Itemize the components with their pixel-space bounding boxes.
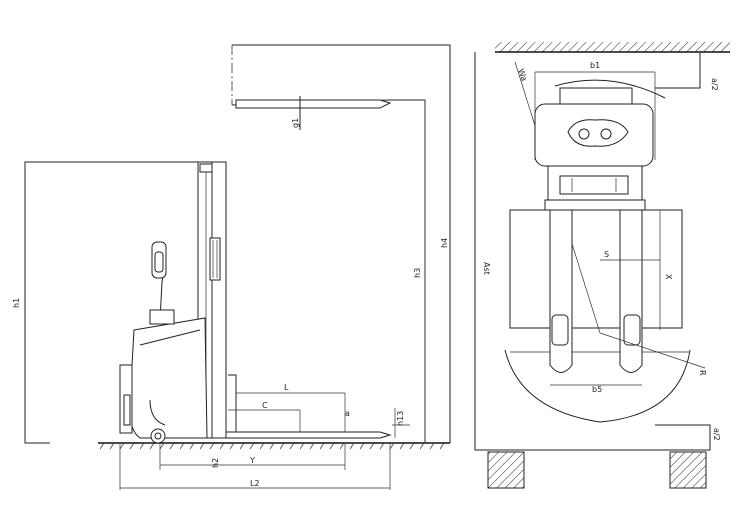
rack-block-right xyxy=(669,451,707,489)
rack-block-left xyxy=(487,451,525,489)
C-label: C xyxy=(262,401,268,410)
top-wall-hatch xyxy=(495,42,730,52)
b1-label: b1 xyxy=(590,61,600,70)
side-view: h1 g1 h3 h4 xyxy=(12,44,451,490)
pallet-outline xyxy=(509,209,683,329)
Y-label: Y xyxy=(249,456,255,465)
top-view: a/2 a/2 Ast b1 Wa xyxy=(474,42,730,489)
length-dimensions: L C a h13 Y h2 L2 xyxy=(119,383,410,490)
g1-label: g1 xyxy=(291,118,300,128)
b5-label: b5 xyxy=(592,385,602,394)
h1-label: h1 xyxy=(12,298,21,308)
a2-top-label: a/2 xyxy=(710,78,719,91)
h4-label: h4 xyxy=(440,238,449,248)
chassis xyxy=(119,241,208,444)
h13-label: h13 xyxy=(396,411,405,426)
h3-h4-dimensions: h3 h4 xyxy=(413,100,449,443)
a2-bottom-label: a/2 xyxy=(712,428,721,441)
S-label: S xyxy=(604,250,609,259)
h2-label: h2 xyxy=(211,458,220,468)
aisle-outline: a/2 a/2 Ast xyxy=(474,52,721,451)
X-label: X xyxy=(664,274,673,280)
h3-label: h3 xyxy=(413,268,422,278)
floor-line xyxy=(98,442,450,450)
forks-top xyxy=(549,209,643,373)
L-label: L xyxy=(284,383,289,392)
lowered-forks xyxy=(225,374,392,439)
drive-wheel xyxy=(150,428,166,444)
Wa-label: Wa xyxy=(516,68,529,83)
Ast-label: Ast xyxy=(482,262,491,275)
R-label: R xyxy=(698,370,707,376)
truck-top-body xyxy=(534,87,654,211)
h1-dimension: h1 xyxy=(12,161,212,444)
a-label: a xyxy=(345,409,350,418)
raised-mast-outline: g1 xyxy=(231,44,451,443)
L2-label: L2 xyxy=(250,479,260,488)
